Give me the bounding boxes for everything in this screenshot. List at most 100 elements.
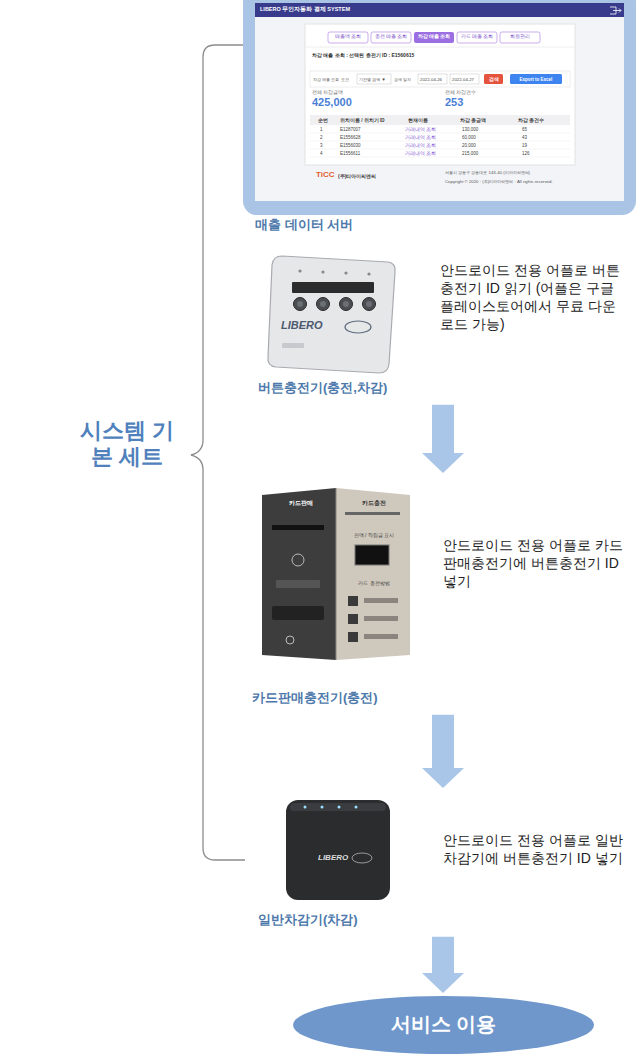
- company-name: (주)티아이씨엔씨: [338, 173, 376, 179]
- search-button: 검색: [484, 77, 503, 82]
- button-charger-illustration-part: [282, 343, 304, 348]
- button-charger-illustration-part: [367, 272, 370, 275]
- stat-label: 전체 차감금액: [312, 90, 343, 95]
- table-cell: 60,000: [462, 135, 476, 140]
- table-header: 현재이름: [408, 118, 428, 123]
- server-screenshot-part: [414, 32, 454, 43]
- server-screenshot: [243, 0, 636, 215]
- card-charger-illustration-part: [364, 634, 398, 639]
- table-cell: 43: [522, 135, 527, 140]
- panel-text: 카드판매: [268, 500, 334, 507]
- server-screenshot-part: [310, 141, 570, 142]
- tab-label: 회원관리: [500, 34, 540, 40]
- deductor-illustration-part: [352, 853, 372, 863]
- table-header: 순번: [318, 118, 328, 123]
- device-step: 카드판매충전기(충전)안드로이드 전용 어플로 카드판매충전기에 버튼충전기 I…: [250, 475, 635, 713]
- button-charger-illustration-part: [343, 301, 349, 307]
- section-title: 차감 매출 조회 : 선택된 충전기 ID : E1560615: [312, 52, 414, 58]
- server-panel: 매출 데이터 서버: [245, 0, 635, 240]
- server-screenshot-part: [510, 74, 562, 84]
- button-charger-illustration-part: [294, 298, 307, 311]
- server-screenshot-part: [243, 0, 636, 215]
- flow-arrow: [422, 405, 464, 473]
- step-description: 안드로이드 전용 어플로 버튼충전기 ID 읽기 (어플은 구글 플레이스토어에…: [440, 262, 628, 334]
- button-charger-illustration-part: [340, 298, 353, 311]
- step-description: 안드로이드 전용 어플로 일반차감기에 버튼충전기 ID 넣기: [443, 832, 628, 868]
- button-charger-illustration-part: [363, 298, 376, 311]
- button-charger-illustration-part: [298, 269, 301, 272]
- card-charger-illustration-part: [336, 488, 337, 660]
- node-title: 매출 데이터 서버: [255, 217, 353, 234]
- export-button: Export to Excel: [510, 77, 562, 82]
- set-bracket: [191, 45, 245, 860]
- device-logo: LIBERO: [281, 319, 323, 332]
- table-header: 차감 총건수: [518, 118, 544, 123]
- button-charger-illustration-part: [345, 321, 371, 333]
- table-cell: 1: [320, 127, 323, 132]
- table-cell: 2: [320, 135, 323, 140]
- server-screenshot-part: [310, 149, 570, 150]
- table-cell: 19: [522, 143, 527, 148]
- table-cell: 20,000: [462, 143, 476, 148]
- server-screenshot-part: [310, 157, 570, 158]
- server-screenshot-part: [418, 74, 447, 84]
- button-charger-illustration-part: [321, 270, 324, 273]
- deductor-illustration-part: [321, 806, 324, 809]
- card-charger-illustration: [262, 488, 410, 660]
- tab-label: 매출액 조회: [328, 34, 368, 40]
- table-cell: 거래내역 조회: [405, 135, 436, 140]
- card-charger-illustration-part: [348, 632, 358, 642]
- ellipse-label: 서비스 이용: [292, 1012, 595, 1038]
- deductor-illustration-part: [286, 800, 390, 900]
- server-screenshot-part: [255, 3, 624, 201]
- server-screenshot-part: [305, 24, 575, 165]
- server-screenshot-part: [610, 7, 621, 14]
- footer-text: Copyright © 2020 · (주)티아이씨엔씨 · All right…: [445, 179, 553, 184]
- server-screenshot-part: [310, 115, 570, 125]
- server-screenshot-part: [310, 133, 570, 134]
- card-charger-illustration-part: [345, 512, 400, 515]
- service-ellipse: 서비스 이용: [292, 995, 595, 1055]
- deductor-illustration-part: [290, 803, 386, 811]
- card-charger-illustration-part: [336, 488, 410, 660]
- table-cell: E1556611: [340, 151, 360, 156]
- node-title: 카드판매충전기(충전): [252, 690, 378, 707]
- button-charger-illustration: [268, 256, 395, 373]
- stat-value: 425,000: [312, 96, 352, 109]
- device-step: 버튼충전기(충전,차감)안드로이드 전용 어플로 버튼충전기 ID 읽기 (어플…: [250, 250, 635, 403]
- nav-title: LIBERO 무인자동화 결제 SYSTEM: [260, 6, 350, 13]
- button-charger-illustration-part: [317, 298, 330, 311]
- filter-text: 차감 매출 조회 조건: [313, 77, 349, 82]
- flow-arrow: [422, 937, 464, 993]
- button-charger-illustration-part: [292, 282, 374, 293]
- server-screenshot-part: [500, 32, 540, 43]
- device-logo: LIBERO: [318, 853, 348, 863]
- button-charger-illustration-part: [320, 301, 326, 307]
- tab-label: 카드 매출 조회: [457, 34, 497, 40]
- server-screenshot-part: [484, 74, 503, 84]
- deductor-illustration-part: [338, 806, 341, 809]
- button-charger-illustration-part: [344, 271, 347, 274]
- footer-text: 서울시 강동구 강동대로 143-40 (티아이씨엔씨): [445, 170, 530, 175]
- table-cell: 거래내역 조회: [405, 127, 436, 132]
- table-cell: 3: [320, 143, 323, 148]
- table-cell: 거래내역 조회: [405, 143, 436, 148]
- node-title: 일반차감기(차감): [258, 912, 358, 929]
- server-screenshot-part: [310, 71, 570, 87]
- table-cell: 65: [522, 127, 527, 132]
- table-cell: 126: [522, 151, 530, 156]
- card-charger-illustration-part: [355, 545, 389, 565]
- button-charger-illustration-part: [268, 256, 395, 373]
- panel-text: 카드충전: [338, 500, 410, 507]
- table-cell: 215,000: [462, 151, 478, 156]
- filter-select: 기간별 검색 ▼: [359, 77, 386, 82]
- company-logo: TiCC: [316, 170, 335, 180]
- card-charger-illustration-part: [276, 580, 320, 588]
- set-title: 시스템 기본 세트: [77, 418, 177, 471]
- card-charger-illustration-part: [272, 525, 324, 530]
- date-field: 2022-04-26: [420, 77, 442, 82]
